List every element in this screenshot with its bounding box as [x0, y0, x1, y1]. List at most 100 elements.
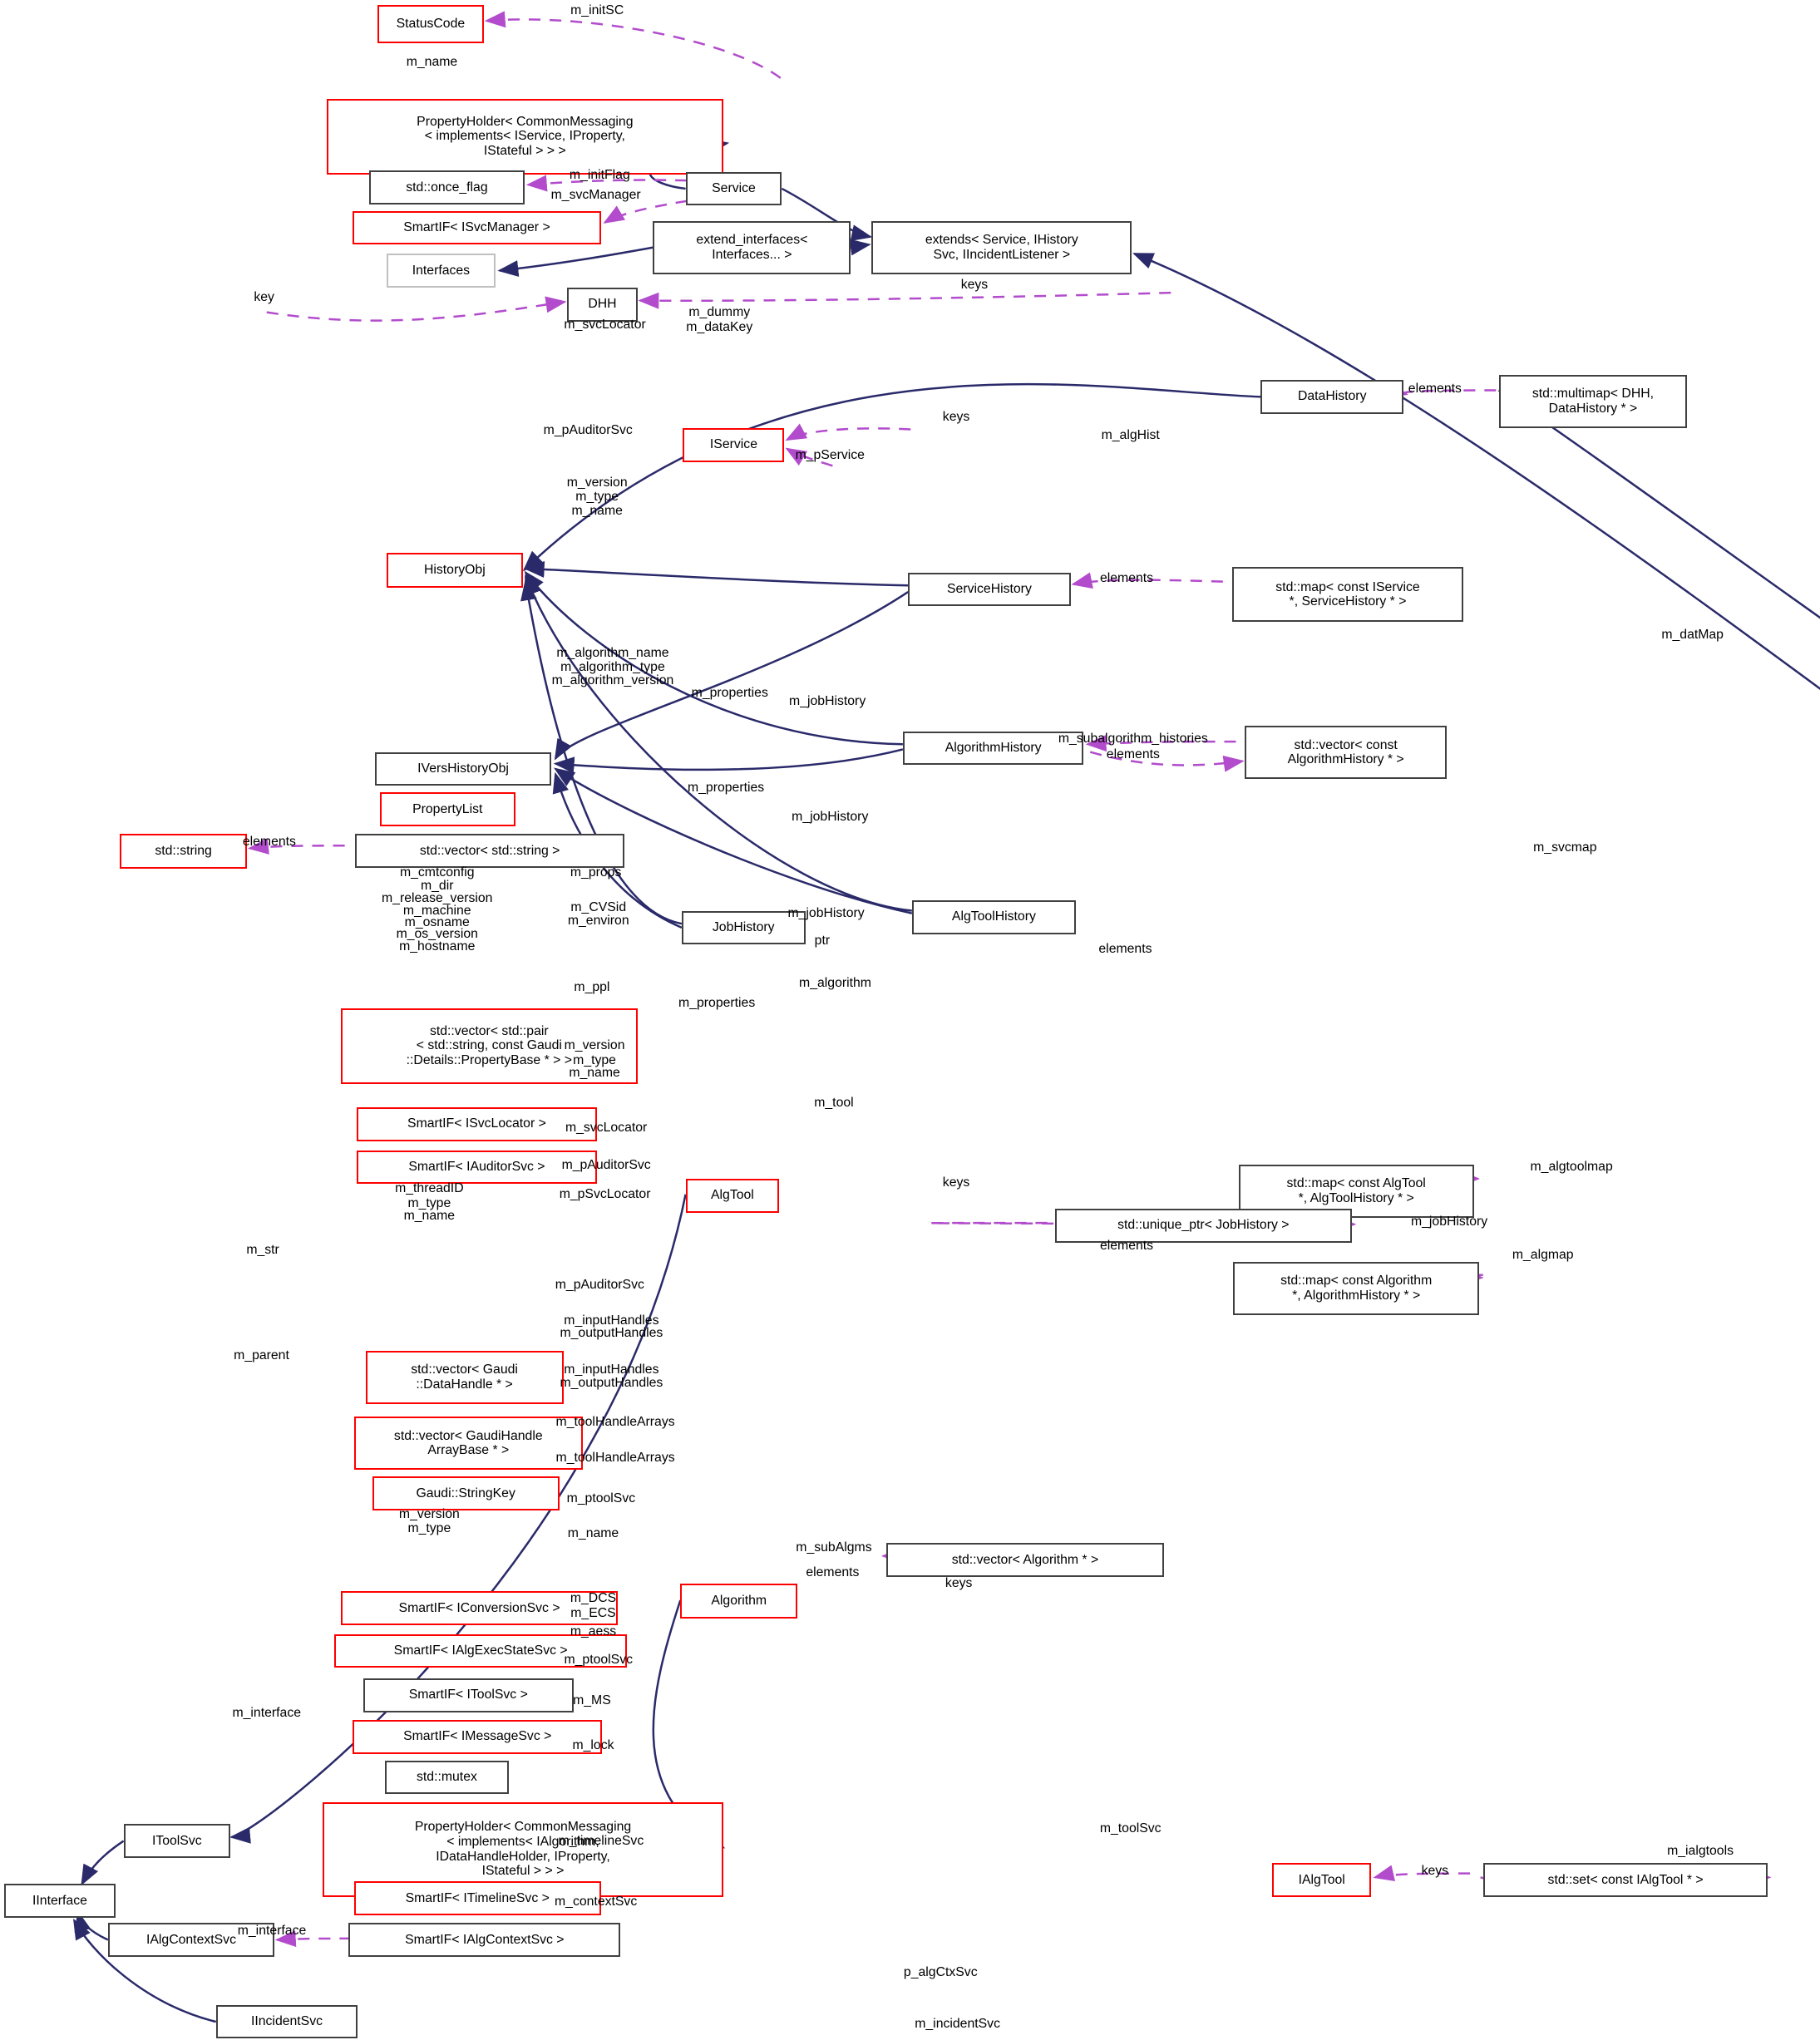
- edge-label-ptr: ptr: [814, 933, 831, 948]
- edge-label-m_toolHandleArrays_1: m_toolHandleArrays: [555, 1414, 675, 1429]
- class-node-ialgcontextsvc[interactable]: IAlgContextSvc: [107, 1923, 275, 1957]
- class-node-propholder_algorithm[interactable]: PropertyHolder< CommonMessaging < implem…: [323, 1801, 723, 1897]
- edge-label-m_incidentSvc: m_incidentSvc: [915, 2017, 1000, 2032]
- class-node-algtool[interactable]: AlgTool: [685, 1178, 780, 1213]
- edge-label-elements_map_iservice: elements: [1099, 571, 1154, 586]
- edge-label-m_DCS: m_DCS: [570, 1591, 617, 1606]
- class-node-multimap_dhh[interactable]: std::multimap< DHH, DataHistory * >: [1498, 374, 1688, 428]
- class-node-once_flag[interactable]: std::once_flag: [369, 170, 525, 204]
- edge-label-m_dir: m_dir: [420, 878, 454, 893]
- edge-label-m_inputHandles_1: m_inputHandles: [564, 1313, 659, 1328]
- edge-label-m_type_1: m_type: [575, 489, 619, 504]
- class-node-iservice[interactable]: IService: [683, 427, 785, 462]
- edge-label-m_dummy: m_dummy: [688, 304, 751, 319]
- edge-label-m_jobHistory_1: m_jobHistory: [789, 693, 866, 708]
- edge-label-m_environ: m_environ: [567, 913, 629, 928]
- class-node-smartif_imessagesvc[interactable]: SmartIF< IMessageSvc >: [353, 1719, 603, 1754]
- class-node-smartif_ialgexecstatesvc[interactable]: SmartIF< IAlgExecStateSvc >: [334, 1633, 628, 1668]
- class-node-iinterface[interactable]: IInterface: [3, 1884, 116, 1918]
- class-node-gaudi_stringkey[interactable]: Gaudi::StringKey: [372, 1476, 560, 1511]
- edge-label-m_algtoolmap: m_algtoolmap: [1530, 1159, 1613, 1174]
- class-node-std_mutex[interactable]: std::mutex: [385, 1760, 509, 1795]
- class-node-vector_gaudihandlearray[interactable]: std::vector< GaudiHandle ArrayBase * >: [353, 1417, 583, 1471]
- class-node-smartif_itoolsvc[interactable]: SmartIF< IToolSvc >: [363, 1678, 575, 1712]
- edge-label-m_release_version: m_release_version: [382, 891, 493, 906]
- edge-label-m_threadID: m_threadID: [395, 1181, 464, 1196]
- edge-label-m_svcManager: m_svcManager: [550, 187, 641, 202]
- edge-label-m_svcLocator_2: m_svcLocator: [565, 1120, 648, 1135]
- edge-label-m_jobHistory_2: m_jobHistory: [792, 809, 869, 824]
- class-node-map_iservice[interactable]: std::map< const IService *, ServiceHisto…: [1231, 567, 1464, 623]
- edge-label-m_ptoolSvc_1: m_ptoolSvc: [566, 1491, 636, 1505]
- edge-label-m_pSvcLocator: m_pSvcLocator: [559, 1186, 651, 1201]
- edge-label-m_algmap: m_algmap: [1512, 1248, 1574, 1263]
- edge-label-m_version_3: m_version: [398, 1506, 460, 1521]
- class-node-smartif_iconversionsvc[interactable]: SmartIF< IConversionSvc >: [340, 1591, 619, 1625]
- edge-label-m_pService: m_pService: [795, 447, 865, 462]
- edge-label-m_svcmap: m_svcmap: [1533, 840, 1597, 855]
- class-node-algorithm[interactable]: Algorithm: [680, 1583, 798, 1619]
- class-node-propertylist[interactable]: PropertyList: [379, 792, 515, 826]
- edge-label-m_timelineSvc: m_timelineSvc: [558, 1833, 644, 1848]
- class-node-historyobj[interactable]: HistoryObj: [386, 553, 523, 589]
- edge-label-m_name_top: m_name: [406, 55, 458, 70]
- edge-label-m_jobHistory_4: m_jobHistory: [1410, 1214, 1488, 1229]
- edge-label-keys_vec_algorithm: keys: [945, 1575, 973, 1590]
- edge-label-m_cmtconfig: m_cmtconfig: [399, 865, 475, 880]
- edge-label-m_hostname: m_hostname: [399, 939, 476, 954]
- class-node-iincidentsvc[interactable]: IIncidentSvc: [215, 2004, 358, 2039]
- class-node-ialgtool[interactable]: IAlgTool: [1272, 1863, 1372, 1897]
- class-node-map_algorithm[interactable]: std::map< const Algorithm *, AlgorithmHi…: [1233, 1262, 1480, 1316]
- class-node-algorithmhistory[interactable]: AlgorithmHistory: [902, 731, 1084, 766]
- edge-label-m_aess: m_aess: [570, 1624, 617, 1638]
- class-node-datahistory[interactable]: DataHistory: [1260, 379, 1404, 414]
- class-node-unique_ptr_jobhistory[interactable]: std::unique_ptr< JobHistory >: [1054, 1208, 1352, 1243]
- class-node-extend_interfaces[interactable]: extend_interfaces< Interfaces... >: [653, 221, 851, 275]
- class-node-servicehistory[interactable]: ServiceHistory: [908, 572, 1071, 607]
- edge-label-m_algorithm_type: m_algorithm_type: [560, 659, 665, 674]
- edge-label-elements_multimap: elements: [1408, 381, 1462, 396]
- edge-label-m_outputHandles_2: m_outputHandles: [560, 1375, 663, 1390]
- class-node-service[interactable]: Service: [685, 171, 782, 206]
- edge-label-m_interface_2: m_interface: [237, 1923, 307, 1938]
- edge-label-m_str: m_str: [246, 1242, 279, 1257]
- class-node-algtoolhistory[interactable]: AlgToolHistory: [911, 900, 1076, 934]
- edge-label-m_props: m_props: [570, 865, 622, 880]
- class-node-dhh[interactable]: DHH: [567, 287, 638, 322]
- edge-label-m_type_3: m_type: [407, 1195, 451, 1210]
- class-node-smartif_iauditorsvc[interactable]: SmartIF< IAuditorSvc >: [356, 1150, 598, 1185]
- class-node-vector_pair_property[interactable]: std::vector< std::pair < std::string, co…: [340, 1008, 638, 1084]
- class-node-smartif_itimelinesvc[interactable]: SmartIF< ITimelineSvc >: [353, 1881, 601, 1915]
- class-node-smartif_ialgcontextsvc[interactable]: SmartIF< IAlgContextSvc >: [348, 1923, 621, 1957]
- class-node-vector_algorithmhistory[interactable]: std::vector< const AlgorithmHistory * >: [1245, 726, 1447, 780]
- edge-label-m_pAuditorSvc_1: m_pAuditorSvc: [543, 422, 633, 437]
- edge-label-m_algorithm_version: m_algorithm_version: [551, 673, 674, 687]
- edge-label-m_ECS: m_ECS: [570, 1605, 616, 1620]
- edge-label-m_algHist: m_algHist: [1101, 428, 1160, 443]
- class-node-statuscode[interactable]: StatusCode: [377, 5, 485, 43]
- class-node-smartif_isvcmanager[interactable]: SmartIF< ISvcManager >: [353, 210, 601, 245]
- class-node-set_ialgtool[interactable]: std::set< const IAlgTool * >: [1482, 1863, 1768, 1897]
- class-node-itoolsvc[interactable]: IToolSvc: [123, 1824, 230, 1858]
- class-node-vector_algorithm[interactable]: std::vector< Algorithm * >: [885, 1543, 1165, 1577]
- edge-label-m_pAuditorSvc_2: m_pAuditorSvc: [561, 1158, 651, 1173]
- edge-label-m_CVSid: m_CVSid: [570, 900, 627, 915]
- edge-label-m_MS: m_MS: [573, 1693, 611, 1707]
- edge-label-elements_vec_alghist: elements: [1106, 747, 1160, 761]
- edge-label-m_name_2: m_name: [569, 1066, 620, 1081]
- edge-label-m_properties_2: m_properties: [687, 781, 765, 796]
- edge-label-m_lock: m_lock: [572, 1738, 614, 1753]
- class-node-propholder_service[interactable]: PropertyHolder< CommonMessaging < implem…: [326, 98, 723, 175]
- class-node-extends_service[interactable]: extends< Service, IHistory Svc, IInciden…: [871, 221, 1132, 275]
- class-node-interfaces[interactable]: Interfaces: [386, 254, 496, 288]
- edge-label-m_datMap: m_datMap: [1661, 627, 1724, 642]
- class-node-vector_datahandle[interactable]: std::vector< Gaudi ::DataHandle * >: [365, 1350, 564, 1404]
- class-node-std_string[interactable]: std::string: [119, 834, 248, 870]
- edge-label-m_version_2: m_version: [564, 1038, 625, 1053]
- class-node-smartif_isvclocator[interactable]: SmartIF< ISvcLocator >: [356, 1106, 598, 1141]
- class-node-jobhistory[interactable]: JobHistory: [681, 910, 806, 945]
- class-node-iversshistoryobj[interactable]: IVersHistoryObj: [374, 751, 552, 786]
- class-node-vector_string[interactable]: std::vector< std::string >: [355, 834, 625, 868]
